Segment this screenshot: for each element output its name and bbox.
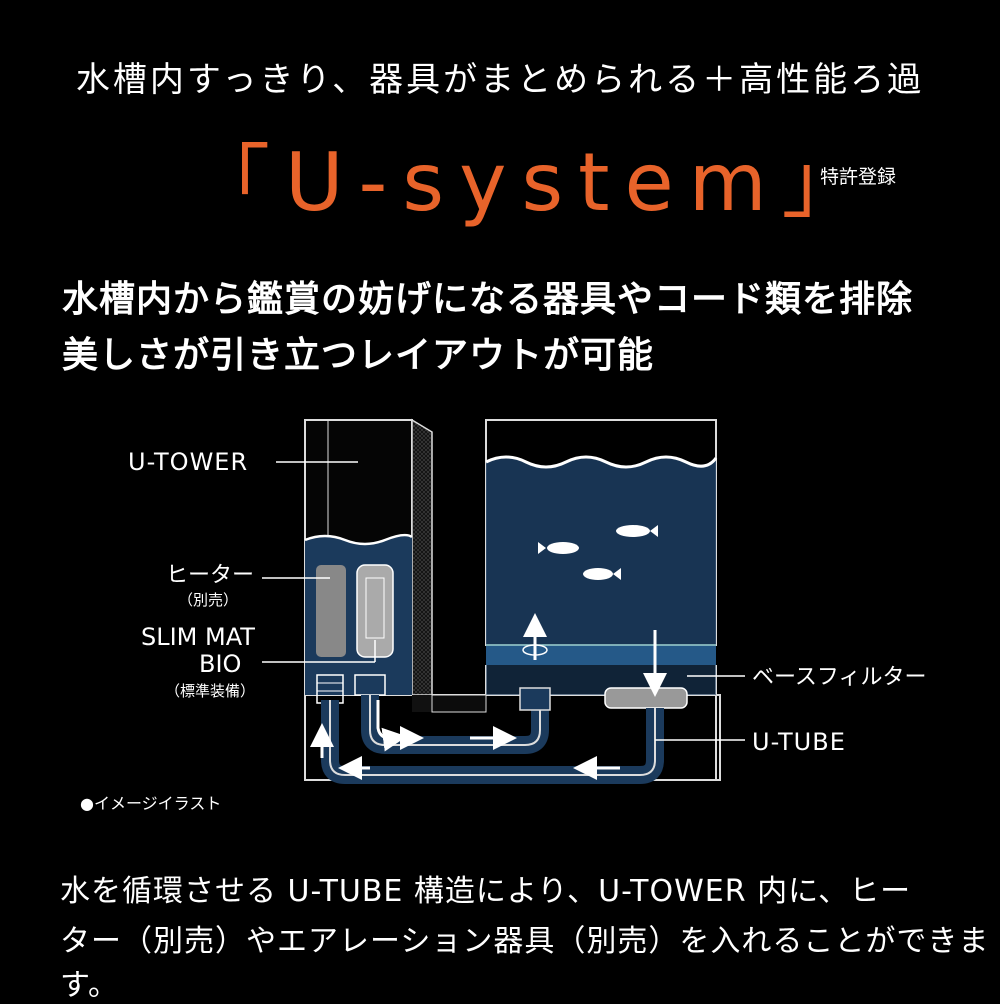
fish-icon — [538, 525, 658, 580]
headline-line-2: 美しさが引き立つレイアウトが可能 — [62, 335, 655, 376]
label-heater-note: （別売） — [178, 591, 238, 609]
label-base-filter: ベースフィルター — [752, 665, 926, 690]
u-tower-unit — [304, 418, 487, 713]
patent-badge: 特許登録 — [820, 166, 897, 188]
illustration-note: ●イメージイラスト — [80, 794, 222, 813]
tagline: 水槽内すっきり、器具がまとめられる＋高性能ろ過 — [75, 60, 925, 100]
flow-arrows — [310, 613, 667, 780]
label-slim-mat-2: BIO — [199, 650, 241, 678]
description-line-2: ター（別売）やエアレーション器具（別売）を入れることができます。 — [60, 924, 990, 1003]
system-diagram: U-TOWER ヒーター （別売） SLIM MAT BIO （標準装備） ベー… — [128, 418, 926, 784]
headline-line-1: 水槽内から鑑賞の妨げになる器具やコード類を排除 — [62, 279, 914, 320]
product-title: 「U-system」 — [190, 136, 877, 229]
description-line-1: 水を循環させる U-TUBE 構造により、U-TOWER 内に、ヒー — [60, 874, 912, 909]
leader-lines — [262, 461, 745, 741]
label-heater: ヒーター — [166, 563, 254, 588]
label-slim-mat-note: （標準装備） — [165, 682, 255, 700]
u-tube — [321, 687, 664, 784]
heater-icon — [316, 565, 346, 657]
label-u-tube: U-TUBE — [752, 728, 846, 756]
base-filter-icon — [604, 687, 688, 709]
label-slim-mat-1: SLIM MAT — [141, 623, 255, 651]
label-u-tower: U-TOWER — [128, 448, 248, 476]
